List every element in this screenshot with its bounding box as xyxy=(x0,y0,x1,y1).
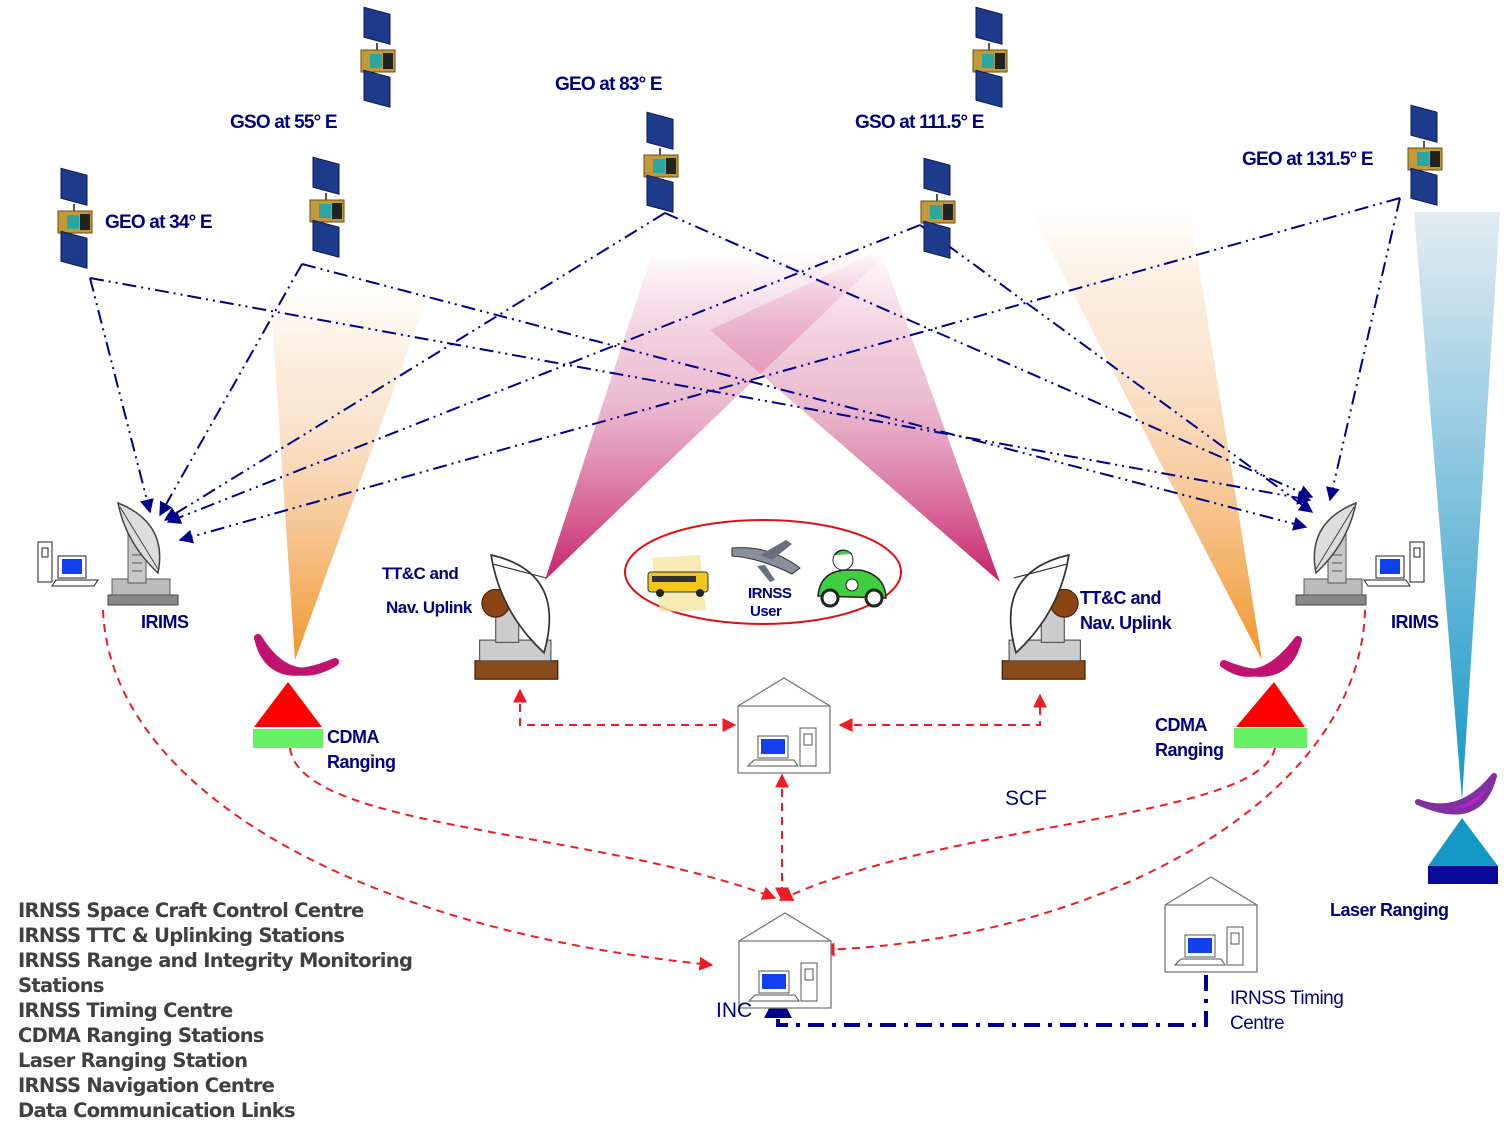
cdma-dish-icon xyxy=(254,634,339,676)
cdma-dish-icon xyxy=(1220,636,1302,677)
irims-left-label: IRIMS xyxy=(141,612,189,632)
space-link xyxy=(664,212,1314,499)
satellite-label: GEO at 83° E xyxy=(555,74,663,95)
ttc-station-left xyxy=(474,553,559,680)
space-link xyxy=(919,224,1314,513)
computer-icon xyxy=(37,541,99,587)
inc-building-icon xyxy=(738,912,832,1009)
laser-dish-icon xyxy=(1415,773,1497,815)
satellite-label: GSO at 55° E xyxy=(230,112,338,133)
legend-item: IRNSS Range and Integrity Monitoring xyxy=(18,949,413,972)
antenna-dish-icon xyxy=(1295,502,1367,606)
ground-link xyxy=(513,688,737,732)
timing-link xyxy=(764,975,1208,1027)
space-link xyxy=(178,197,1401,544)
legend-item: IRNSS Navigation Centre xyxy=(18,1074,275,1097)
cdma-plinth-icon xyxy=(1234,728,1307,748)
ttc-left-label-line1: TT&C and xyxy=(382,564,459,583)
satellite-icon xyxy=(1407,104,1443,207)
timing-centre-label-line1: IRNSS Timing xyxy=(1230,988,1344,1009)
satellite-icon xyxy=(972,6,1008,109)
space-link xyxy=(89,277,154,514)
scf-label: SCF xyxy=(1005,787,1047,810)
satellite-icon xyxy=(57,167,93,270)
space-link xyxy=(163,212,666,521)
laser-ranging-station xyxy=(1415,773,1498,884)
user-label-line1: IRNSS xyxy=(748,585,792,602)
cdma-right-label-line1: CDMA xyxy=(1155,715,1208,735)
satellite-label: GSO at 111.5° E xyxy=(855,112,984,133)
legend-item: IRNSS Timing Centre xyxy=(18,999,233,1022)
cdma-plinth-icon xyxy=(253,729,323,748)
ttc-right-label-line1: TT&C and xyxy=(1080,588,1162,608)
laser-ranging-label: Laser Ranging xyxy=(1330,900,1449,920)
irims-station-left xyxy=(37,502,179,606)
uplink-beam-right xyxy=(710,250,1000,582)
cdma-left-label-line1: CDMA xyxy=(327,727,380,747)
cdma-base-icon xyxy=(254,682,322,727)
user-label-line2: User xyxy=(750,603,782,620)
space-link xyxy=(166,224,921,524)
airplane-icon xyxy=(731,540,801,582)
legend-item: Data Communication Links xyxy=(18,1099,296,1122)
cdma-station-left xyxy=(253,634,339,748)
ttc-left-label-line2: Nav. Uplink xyxy=(386,598,472,617)
ground-link xyxy=(820,609,1366,957)
antenna-dish-icon xyxy=(107,502,179,606)
cdma-station-right xyxy=(1220,636,1307,748)
satellite-icon xyxy=(360,6,396,109)
space-link xyxy=(1326,197,1401,502)
ttc-station-right xyxy=(1001,553,1086,680)
cdma-right-label-line2: Ranging xyxy=(1155,740,1224,760)
satellite-icon xyxy=(643,111,679,214)
ground-links xyxy=(102,609,1366,971)
satellite-icon xyxy=(309,156,345,259)
scf-building-icon xyxy=(737,677,831,774)
space-link xyxy=(301,263,1308,531)
satellite-icon xyxy=(920,157,956,260)
irns-user-ellipse xyxy=(624,519,902,625)
ground-link xyxy=(778,747,1276,901)
bus-icon xyxy=(647,555,709,612)
legend-item: CDMA Ranging Stations xyxy=(18,1024,265,1047)
ground-link xyxy=(102,609,714,971)
computer-icon xyxy=(1363,541,1425,587)
laser-base-icon xyxy=(1428,818,1498,866)
legend-item: IRNSS Space Craft Control Centre xyxy=(18,899,364,922)
legend: IRNSS Space Craft Control Centre IRNSS T… xyxy=(18,898,413,1123)
irims-station-right xyxy=(1295,502,1425,606)
space-link xyxy=(89,277,1312,505)
legend-item: IRNSS TTC & Uplinking Stations xyxy=(18,924,345,947)
satellite-label: GEO at 34° E xyxy=(105,212,213,233)
legend-item: Laser Ranging Station xyxy=(18,1049,248,1072)
cdma-left-label-line2: Ranging xyxy=(327,752,396,772)
satellite-label: GEO at 131.5° E xyxy=(1242,149,1374,170)
ground-link xyxy=(838,693,1047,732)
laser-beam xyxy=(1414,212,1500,800)
cdma-base-icon xyxy=(1236,682,1305,727)
cdma-beam-right xyxy=(1030,210,1262,660)
ttc-right-label-line2: Nav. Uplink xyxy=(1080,613,1172,633)
inc-label: INC xyxy=(716,999,753,1022)
timing-centre-building-icon xyxy=(1164,876,1258,973)
ground-link xyxy=(289,747,777,900)
space-link xyxy=(159,263,303,517)
space-links xyxy=(89,197,1401,544)
car-icon xyxy=(817,549,887,608)
laser-plinth-icon xyxy=(1428,866,1498,884)
irims-right-label: IRIMS xyxy=(1391,612,1439,632)
timing-centre-label-line2: Centre xyxy=(1230,1013,1285,1034)
legend-item: Stations xyxy=(18,974,105,997)
